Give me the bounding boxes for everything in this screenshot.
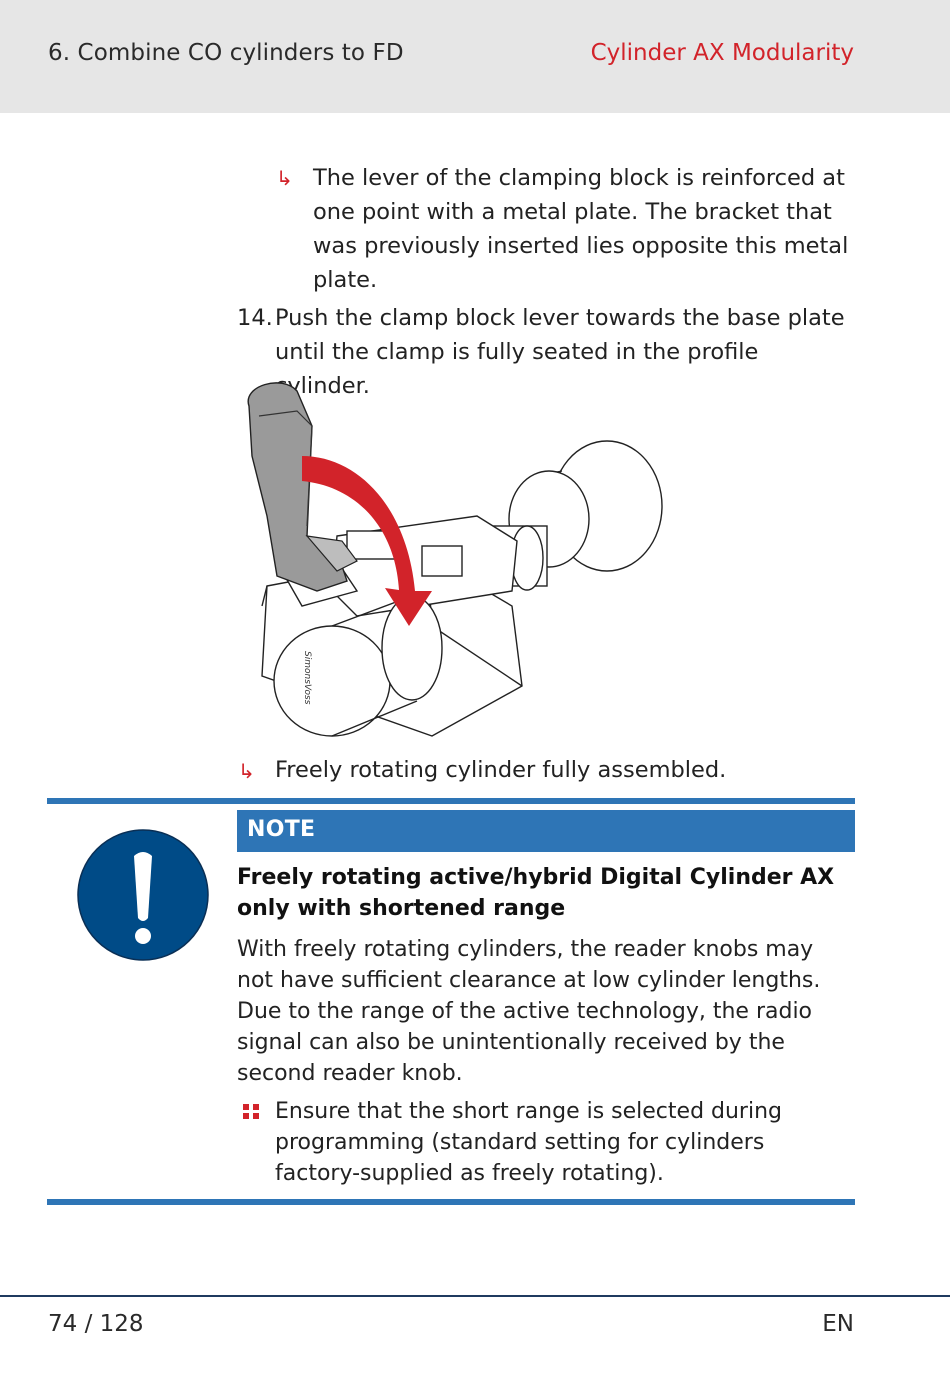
note-top-rule: [47, 798, 855, 804]
section-title: 6. Combine CO cylinders to FD: [48, 40, 404, 66]
note-bottom-rule: [47, 1199, 855, 1205]
note-bullet-text: Ensure that the short range is selected …: [275, 1099, 782, 1186]
footer-rule: [0, 1295, 950, 1297]
step-number: 14.: [237, 305, 273, 331]
bullet-squares-icon: [243, 1104, 259, 1119]
cylinder-assembly-figure: SimonsVoss: [247, 382, 663, 737]
page-header: 6. Combine CO cylinders to FD Cylinder A…: [0, 0, 950, 113]
note-header-bar: NOTE: [237, 810, 855, 852]
result-text-2: Freely rotating cylinder fully assembled…: [275, 757, 727, 783]
page-number: 74 / 128: [48, 1311, 144, 1337]
result-text-1: The lever of the clamping block is reinf…: [313, 165, 849, 293]
exclamation-icon: [77, 829, 209, 961]
note-label: NOTE: [247, 817, 316, 842]
step-text: Push the clamp block lever towards the b…: [275, 305, 845, 399]
brand-text: SimonsVoss: [302, 651, 312, 705]
result-arrow-icon-2: ↳: [238, 759, 255, 783]
result-arrow-icon: ↳: [276, 166, 293, 190]
note-body: With freely rotating cylinders, the read…: [237, 937, 821, 1086]
product-title: Cylinder AX Modularity: [590, 40, 854, 66]
note-title: Freely rotating active/hybrid Digital Cy…: [237, 865, 835, 921]
language-code: EN: [822, 1311, 854, 1337]
